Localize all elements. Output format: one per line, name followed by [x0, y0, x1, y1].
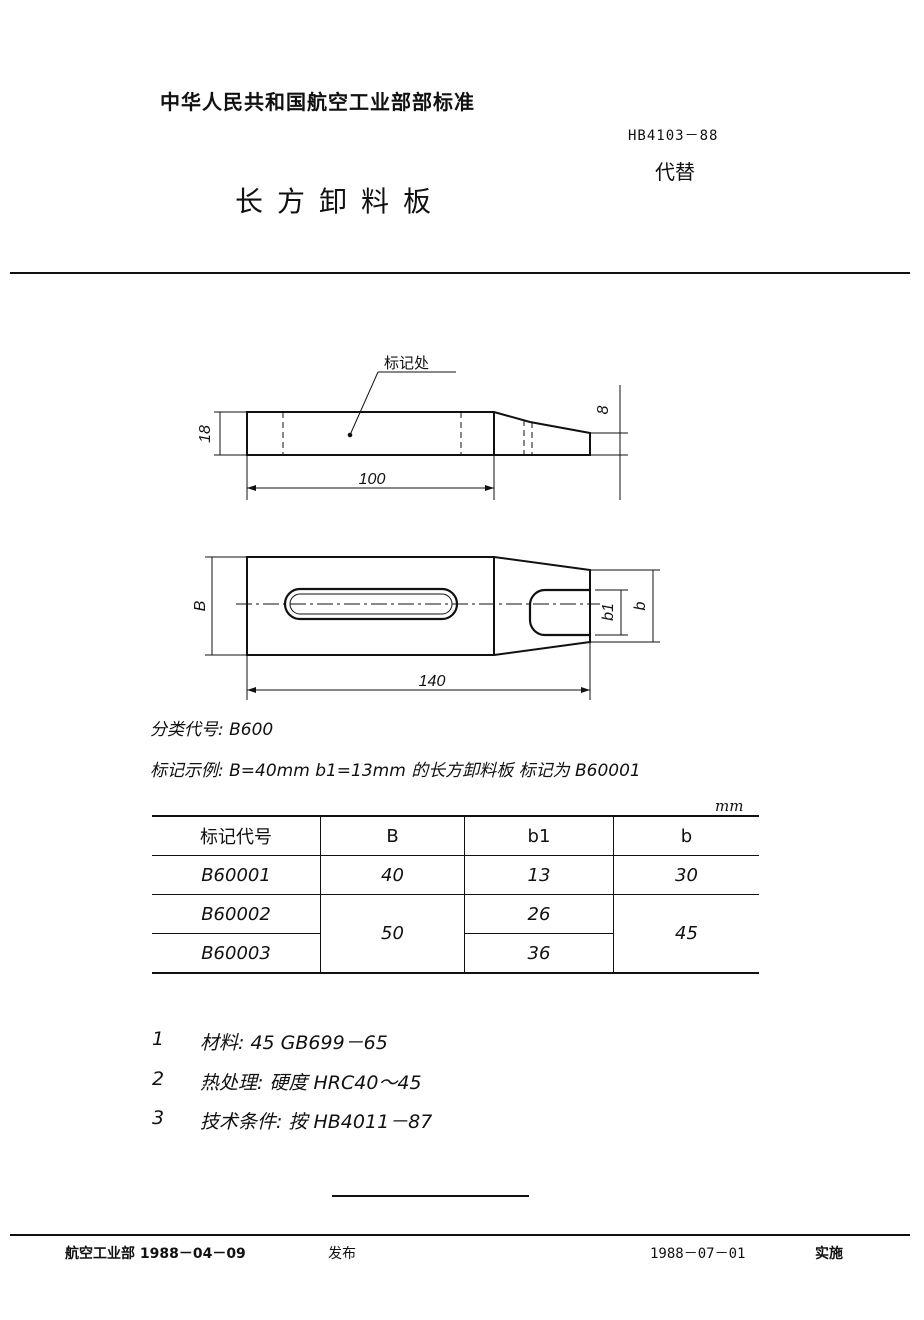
row-b1: 36 — [464, 933, 614, 974]
note-technical-conditions: 技术条件: 按 HB4011－87 — [200, 1111, 433, 1133]
row-b-merged: 45 — [613, 894, 759, 974]
row-b: 30 — [613, 855, 759, 895]
row-code: B60001 — [152, 855, 321, 895]
plan-view — [205, 556, 660, 700]
replaces-label: 代替 — [655, 160, 695, 184]
effective-label: 实施 — [815, 1246, 843, 1262]
row-b1: 13 — [464, 855, 614, 895]
row-B-merged: 50 — [320, 894, 465, 974]
issued-label: 发布 — [328, 1246, 356, 1262]
row-B: 40 — [320, 855, 465, 895]
dim-tip: 8 — [595, 405, 612, 414]
table-row: B60003 36 — [152, 933, 759, 974]
header-B: B — [320, 815, 465, 856]
header-divider — [10, 272, 910, 274]
issuing-organization: 中华人民共和国航空工业部部标准 — [160, 90, 475, 114]
note-number: 2 — [152, 1068, 165, 1090]
end-rule — [332, 1195, 529, 1197]
note-material: 材料: 45 GB699－65 — [200, 1032, 388, 1054]
note-number: 1 — [152, 1028, 165, 1050]
classification-code: 分类代号: B600 — [150, 720, 274, 740]
row-b1: 26 — [464, 894, 614, 934]
standard-code: HB4103－88 — [628, 128, 719, 144]
issuer-and-date: 航空工业部 1988－04－09 — [65, 1246, 246, 1262]
side-view — [214, 371, 628, 500]
dim-slot-outer: b — [632, 601, 649, 610]
dim-width: B — [192, 600, 209, 611]
dim-total-length: 140 — [419, 673, 446, 690]
header-code: 标记代号 — [152, 815, 321, 856]
effective-date: 1988－07－01 — [650, 1246, 746, 1262]
table-unit: mm — [715, 797, 744, 815]
marking-example: 标记示例: B=40mm b1=13mm 的长方卸料板 标记为 B60001 — [150, 761, 641, 781]
note-heat-treatment: 热处理: 硬度 HRC40～45 — [200, 1072, 422, 1094]
marking-location-label: 标记处 — [384, 355, 429, 372]
note-number: 3 — [152, 1107, 165, 1129]
header-b1: b1 — [464, 815, 614, 856]
row-code: B60002 — [152, 894, 321, 934]
table-row: B60002 50 26 45 — [152, 894, 759, 974]
row-code: B60003 — [152, 933, 321, 974]
dim-slot-width: b1 — [600, 603, 617, 621]
header-b: b — [613, 815, 759, 856]
dimension-table: 标记代号 B b1 b B60001 40 13 30 B60002 50 26… — [152, 815, 759, 974]
table-row: B60001 40 13 30 — [152, 855, 759, 895]
dim-thickness: 18 — [197, 425, 214, 443]
dim-length-top: 100 — [359, 471, 386, 488]
document-title: 长方卸料板 — [235, 185, 446, 218]
technical-drawing: 标记处 18 8 100 B b1 b 140 — [192, 355, 660, 700]
footer-divider — [10, 1234, 910, 1236]
table-header-row: 标记代号 B b1 b — [152, 815, 759, 856]
